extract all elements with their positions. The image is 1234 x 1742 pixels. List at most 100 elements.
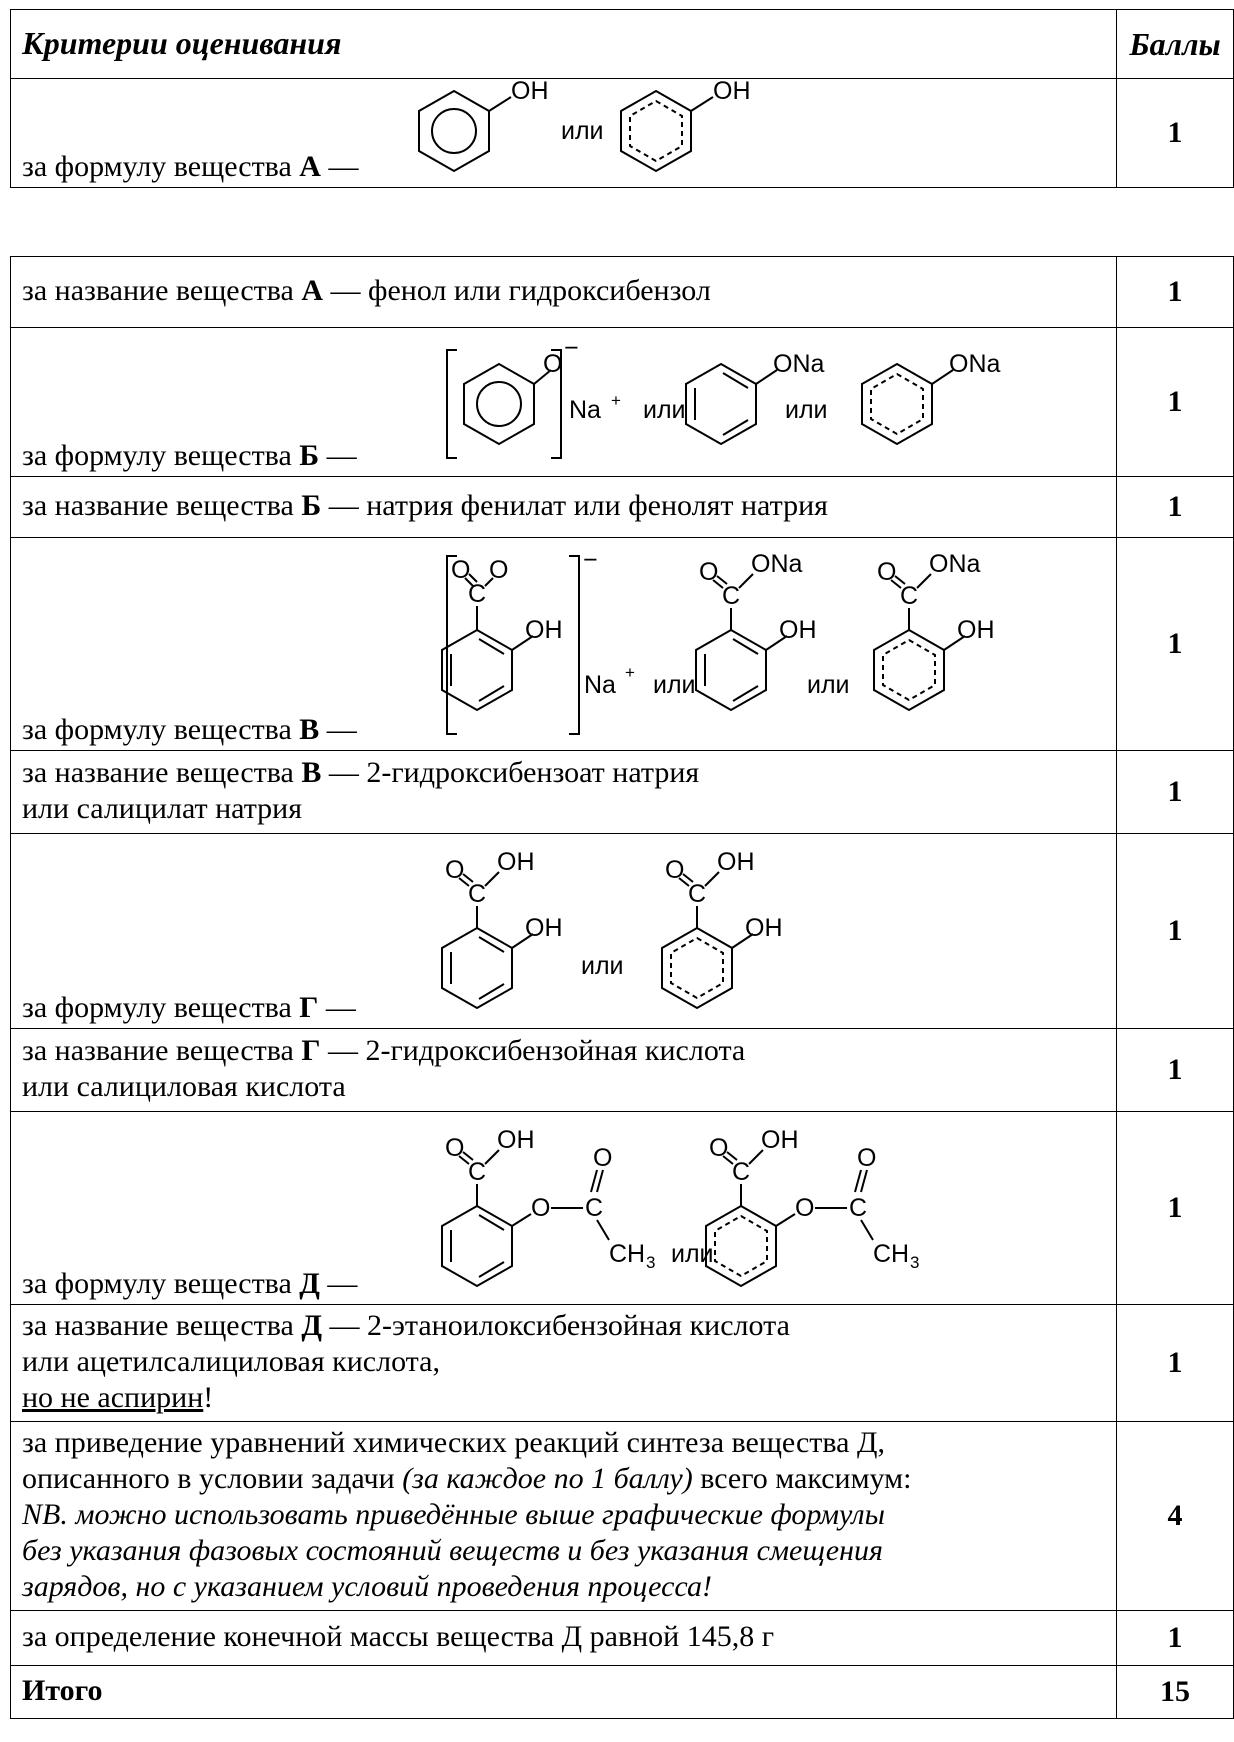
points-cell: 1 — [1116, 833, 1234, 1029]
criterion-cell: за название вещества Д — 2-этаноилоксибе… — [10, 1304, 1117, 1422]
oh-label: OH — [497, 1126, 535, 1154]
table-header-row: Критерии оценивания Баллы — [10, 9, 1234, 79]
criterion-text: за формулу вещества — [22, 150, 300, 183]
nb-note: без указания фазовых состояний веществ и… — [22, 1534, 883, 1567]
criterion-text: — 2-гидроксибензойная кислота — [320, 1034, 746, 1067]
ch-label: CH — [873, 1240, 909, 1268]
criterion-text: всего максимум: — [692, 1462, 912, 1495]
table-row: за название вещества Д — 2-этаноилоксибе… — [10, 1304, 1234, 1422]
plus-sign: + — [625, 663, 635, 682]
points-cell: 1 — [1116, 1610, 1234, 1666]
or-label: или — [643, 396, 686, 424]
criterion-cell: O − Na + или ONa или ONa — [10, 327, 1117, 477]
or-label: или — [671, 1240, 714, 1268]
o-label: O — [445, 856, 464, 884]
o-label: O — [451, 556, 470, 584]
oh-label: OH — [745, 914, 783, 942]
or-label: или — [785, 396, 828, 424]
c-label: C — [722, 582, 740, 610]
substance-letter: В — [301, 756, 322, 789]
criterion-text: за название вещества — [22, 274, 302, 307]
ch-label: CH — [609, 1240, 645, 1268]
italic-note: (за каждое по 1 баллу) — [402, 1462, 693, 1495]
criterion-text: за формулу вещества — [22, 1267, 300, 1300]
table-row: за название вещества Б — натрия фенилат … — [10, 476, 1234, 538]
o-label: O — [699, 558, 718, 586]
criteria-table: за название вещества А — фенол или гидро… — [10, 256, 1234, 1719]
criterion-cell: за название вещества Б — натрия фенилат … — [10, 476, 1117, 538]
oh-label: OH — [717, 848, 755, 876]
oh-label: OH — [779, 616, 817, 644]
criterion-text: за формулу вещества — [22, 439, 300, 472]
criterion-text: за название вещества — [22, 1309, 302, 1342]
points-cell: 1 — [1116, 256, 1234, 328]
o-label: O — [709, 1134, 728, 1162]
na-label: Na — [584, 671, 616, 699]
acetylsalicylic-acid-formula: O C OH O C O CH 3 или O — [441, 1126, 919, 1288]
criterion-text: — фенол или гидроксибензол — [323, 274, 711, 307]
c-label: C — [900, 582, 918, 610]
criterion-cell: O O C OH − Na + или O C — [10, 537, 1117, 751]
salicylic-acid-formula: O C OH OH или O C OH — [441, 848, 783, 1010]
points-cell: 1 — [1116, 476, 1234, 538]
points-cell: 1 — [1116, 78, 1234, 188]
criterion-text: за формулу вещества — [22, 713, 300, 746]
criterion-text: или салицилат натрия — [22, 792, 303, 825]
c-label: C — [468, 880, 486, 908]
phenol-formula: OH или OH — [418, 80, 751, 173]
table-row: OH или OH за формулу вещества А — 1 — [10, 78, 1234, 188]
table-row: за название вещества Г — 2-гидроксибензо… — [10, 1028, 1234, 1112]
sodium-phenolate-formula: O − Na + или ONa или ONa — [446, 334, 1001, 459]
minus-sign: − — [583, 546, 598, 574]
oh-label: OH — [497, 848, 535, 876]
criterion-text: за приведение уравнений химических реакц… — [22, 1426, 885, 1459]
points-cell: 1 — [1116, 750, 1234, 834]
substance-letter: Д — [301, 1309, 323, 1342]
criterion-cell: за название вещества В — 2-гидроксибензо… — [10, 750, 1117, 834]
points-cell: 1 — [1116, 1304, 1234, 1422]
points-cell: 1 — [1116, 1028, 1234, 1112]
criterion-dash: — — [318, 991, 356, 1024]
table-row: Итого 15 — [10, 1665, 1234, 1719]
o-label: O — [445, 1134, 464, 1162]
table-row: за определение конечной массы вещества Д… — [10, 1610, 1234, 1666]
criterion-dash: — — [320, 150, 359, 183]
points-cell: 4 — [1116, 1421, 1234, 1611]
o-label: O — [531, 1194, 550, 1222]
c-label: C — [849, 1194, 867, 1222]
subscript-label: 3 — [646, 1253, 655, 1272]
substance-letter: Г — [299, 991, 319, 1024]
oh-label: OH — [713, 79, 751, 106]
table-row: за приведение уравнений химических реакц… — [10, 1421, 1234, 1611]
o-label: O — [795, 1194, 814, 1222]
table-row: O C OH OH или O C OH — [10, 833, 1234, 1029]
criterion-text: или ацетилсалициловая кислота, — [22, 1345, 440, 1378]
criterion-dash: — — [319, 713, 357, 746]
na-label: Na — [569, 396, 601, 424]
o-label: O — [857, 1144, 876, 1172]
ona-label: ONa — [929, 550, 981, 578]
substance-letter: Б — [299, 439, 320, 472]
table-row: O − Na + или ONa или ONa — [10, 327, 1234, 477]
o-label: O — [543, 350, 562, 378]
c-label: C — [468, 1158, 486, 1186]
plus-sign: + — [611, 391, 621, 410]
criterion-text: описанного в условии задачи — [22, 1462, 403, 1495]
points-cell: 1 — [1116, 1111, 1234, 1305]
or-label: или — [653, 671, 696, 699]
total-label: Итого — [10, 1665, 1117, 1719]
c-label: C — [688, 880, 706, 908]
criterion-text: за название вещества — [22, 489, 302, 522]
table-row: за название вещества В — 2-гидроксибензо… — [10, 750, 1234, 834]
substance-letter: В — [299, 713, 320, 746]
substance-letter: А — [299, 150, 321, 183]
criteria-table-header: Критерии оценивания Баллы OH или OH за ф… — [10, 9, 1234, 188]
criterion-text: за формулу вещества — [22, 991, 300, 1024]
or-label: или — [807, 671, 850, 699]
criterion-cell: O C OH OH или O C OH — [10, 833, 1117, 1029]
criterion-text: ! — [203, 1381, 214, 1414]
criterion-text: — натрия фенилат или фенолят натрия — [321, 489, 828, 522]
criterion-text: — 2-гидроксибензоат натрия — [321, 756, 700, 789]
minus-sign: − — [564, 334, 579, 362]
criterion-dash: — — [319, 1267, 358, 1300]
